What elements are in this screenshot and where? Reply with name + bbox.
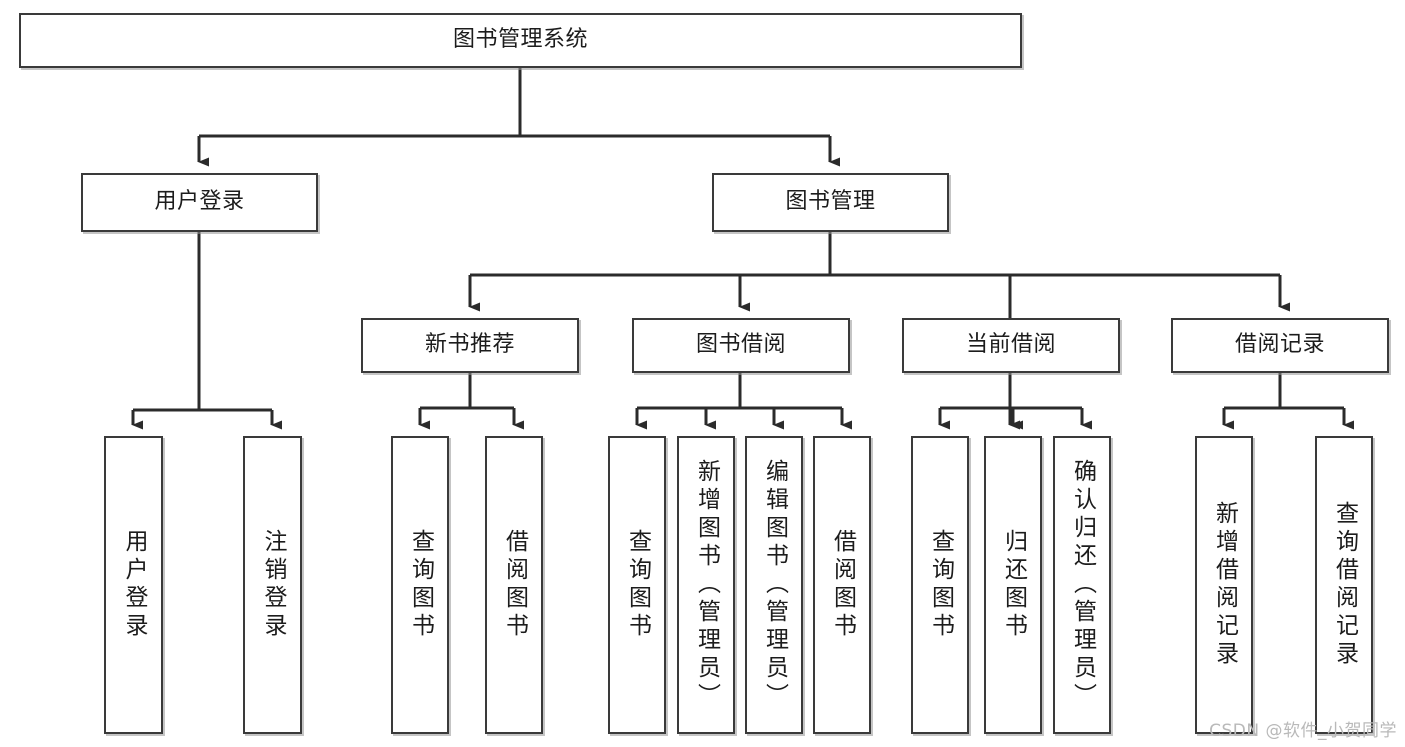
node-borrow-record[interactable]: 借阅记录 [1171,318,1389,373]
node-leaf-add-book[interactable]: 新增图书（管理员） [677,436,735,734]
node-borrow-record-label: 借阅记录 [1234,332,1325,358]
node-leaf-query-borrow-record[interactable]: 查询借阅记录 [1315,436,1373,734]
node-current-borrow[interactable]: 当前借阅 [902,318,1120,373]
node-leaf-add-borrow-record[interactable]: 新增借阅记录 [1195,436,1253,734]
node-root-label: 图书管理系统 [452,27,588,53]
node-book-management[interactable]: 图书管理 [712,173,949,232]
node-leaf-borrow-book-2[interactable]: 借阅图书 [813,436,871,734]
node-leaf-borrow-book-1-label: 借阅图书 [501,529,528,641]
node-leaf-confirm-return-label: 确认归还（管理员） [1069,459,1096,711]
node-leaf-query-book-1-label: 查询图书 [407,529,434,641]
node-leaf-user-logout[interactable]: 注销登录 [243,436,302,734]
node-user-login-label: 用户登录 [154,189,245,215]
node-leaf-user-login[interactable]: 用户登录 [104,436,163,734]
node-leaf-query-borrow-record-label: 查询借阅记录 [1331,501,1358,669]
node-leaf-query-book-3-label: 查询图书 [927,529,954,641]
node-leaf-edit-book-label: 编辑图书（管理员） [761,459,788,711]
node-leaf-query-book-3[interactable]: 查询图书 [911,436,969,734]
node-new-book-recommend-label: 新书推荐 [424,332,515,358]
node-user-login[interactable]: 用户登录 [81,173,318,232]
node-leaf-edit-book[interactable]: 编辑图书（管理员） [745,436,803,734]
node-book-borrow[interactable]: 图书借阅 [632,318,850,373]
node-new-book-recommend[interactable]: 新书推荐 [361,318,579,373]
node-leaf-query-book-2-label: 查询图书 [624,529,651,641]
node-leaf-confirm-return[interactable]: 确认归还（管理员） [1053,436,1111,734]
node-leaf-return-book[interactable]: 归还图书 [984,436,1042,734]
node-leaf-borrow-book-2-label: 借阅图书 [829,529,856,641]
node-leaf-return-book-label: 归还图书 [1000,529,1027,641]
node-book-management-label: 图书管理 [785,189,876,215]
node-leaf-user-logout-label: 注销登录 [260,529,286,641]
node-current-borrow-label: 当前借阅 [965,332,1056,358]
node-leaf-add-book-label: 新增图书（管理员） [693,459,720,711]
node-book-borrow-label: 图书借阅 [695,332,786,358]
node-leaf-user-login-label: 用户登录 [121,529,147,641]
node-leaf-query-book-2[interactable]: 查询图书 [608,436,666,734]
csdn-watermark: CSDN @软件_小贺同学 [1209,721,1397,741]
node-leaf-add-borrow-record-label: 新增借阅记录 [1211,501,1238,669]
node-root[interactable]: 图书管理系统 [19,13,1022,68]
node-leaf-borrow-book-1[interactable]: 借阅图书 [485,436,543,734]
node-leaf-query-book-1[interactable]: 查询图书 [391,436,449,734]
